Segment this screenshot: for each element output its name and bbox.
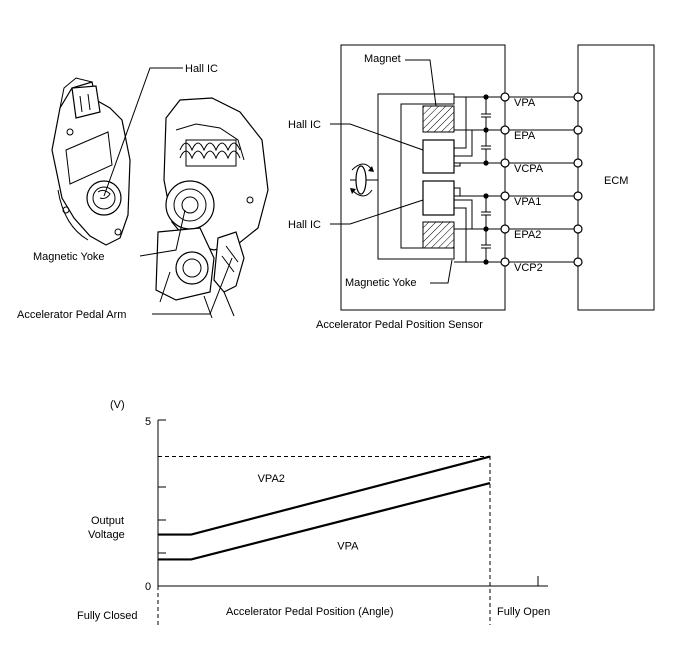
sensor-illustration [51, 67, 269, 319]
terminal-vcpa: VCPA [514, 163, 544, 175]
y-tick-label-0: 0 [145, 581, 151, 593]
y-tick-label-5: 5 [145, 416, 151, 428]
sensor-housing-right [155, 97, 269, 319]
terminal-vpa1: VPA1 [514, 196, 541, 208]
hall-ic-label-2: Hall IC [288, 219, 321, 231]
pedal-arm-label: Accelerator Pedal Arm [17, 309, 126, 321]
terminal-vcp2: VCP2 [514, 262, 543, 274]
connector-pins [500, 92, 583, 267]
hall-ic-label: Hall IC [185, 63, 218, 75]
magnetic-yoke-label: Magnetic Yoke [33, 251, 105, 263]
terminal-epa: EPA [514, 130, 536, 142]
y-axis-label-line1: Output [91, 515, 124, 527]
terminal-epa2: EPA2 [514, 229, 541, 241]
series-line-vpa2 [158, 455, 491, 536]
sensor-housing-left [51, 77, 131, 246]
magnet-label: Magnet [364, 53, 401, 65]
hall-ic-block-1 [422, 139, 455, 174]
terminal-vpa: VPA [514, 97, 536, 109]
fully-closed-label: Fully Closed [77, 610, 138, 622]
series-label-vpa2: VPA2 [258, 473, 285, 485]
series-line-vpa [158, 482, 491, 561]
hall-ic-label-1: Hall IC [288, 119, 321, 131]
terminal-lines [454, 94, 578, 265]
sensor-box [340, 44, 506, 311]
fully-open-label: Fully Open [497, 606, 550, 618]
series-label-vpa: VPA [337, 541, 359, 553]
x-axis-label: Accelerator Pedal Position (Angle) [226, 606, 394, 618]
magnet-bottom [422, 221, 455, 249]
y-axis-label-line2: Voltage [88, 529, 125, 541]
ecm-box [577, 44, 655, 311]
hall-ic-block-2 [422, 180, 455, 216]
rotation-icon [350, 163, 378, 197]
sensor-caption: Accelerator Pedal Position Sensor [316, 319, 483, 331]
schematic-magnetic-yoke-label: Magnetic Yoke [345, 277, 417, 289]
y-unit-label: (V) [110, 399, 125, 411]
magnet-top [422, 105, 455, 133]
sensor-schematic [330, 44, 655, 311]
ecm-label: ECM [604, 175, 628, 187]
spring-coil [179, 139, 241, 167]
